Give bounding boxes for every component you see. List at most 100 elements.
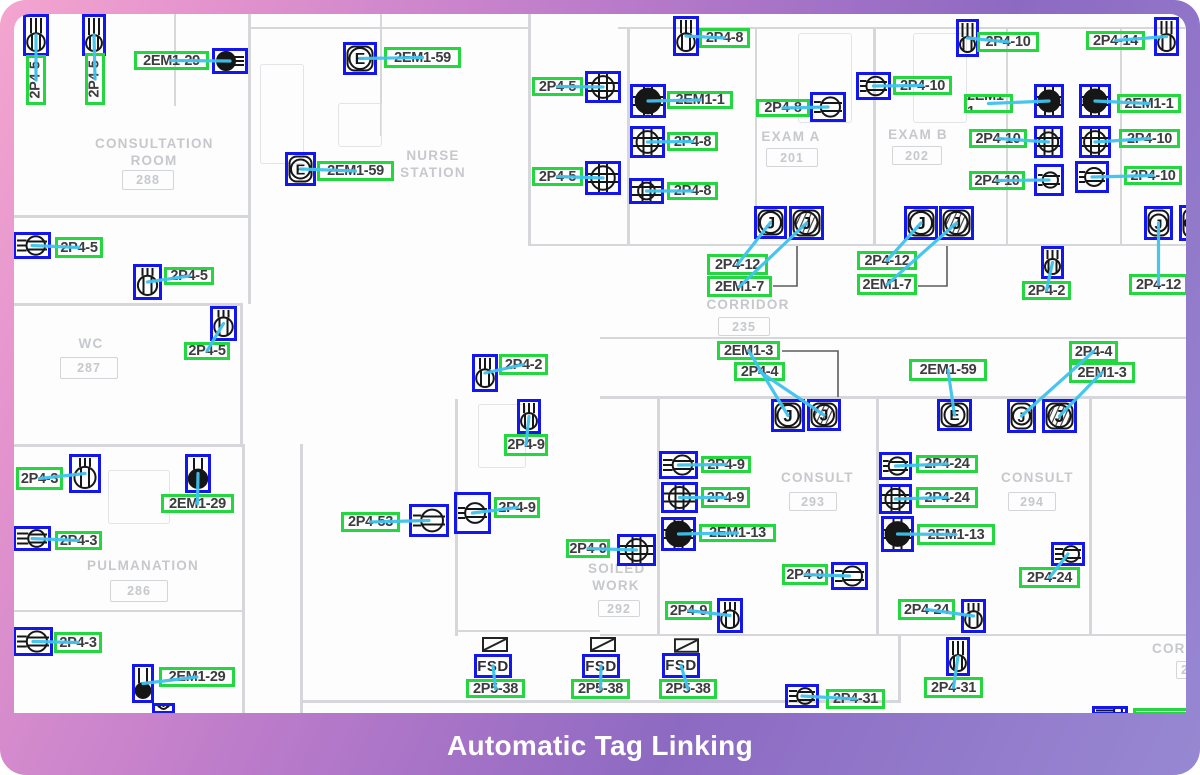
wall-line [1089, 399, 1092, 636]
junction-box-j-icon: J [754, 206, 787, 239]
room-label: CONSULTATION ROOM [95, 136, 214, 168]
tag-box: 2P5-38 [466, 679, 525, 698]
tag-box: 2P4-8 [667, 132, 718, 151]
tag-label: 2P4-5 [60, 239, 98, 256]
tag-box: 2P4-10 [1124, 166, 1182, 185]
junction-box-j-hatched-icon: J [1042, 399, 1077, 433]
tag-label: 2P4-12 [1136, 276, 1181, 293]
tag-label: 2P5-38 [578, 681, 623, 697]
svg-text:E: E [355, 51, 365, 68]
receptacle-symbol-icon [14, 627, 53, 656]
fire-smoke-damper-box: FSD [474, 654, 512, 678]
wall-line [14, 215, 250, 218]
receptacle-symbol-icon [785, 684, 819, 708]
receptacle-symbol-icon [1075, 161, 1109, 193]
tag-box: 2P4-8 [756, 99, 810, 117]
receptacle-symbol-icon [210, 306, 237, 341]
tag-box: 2P4-31 [826, 689, 885, 709]
tag-box: 2P4-9 [782, 564, 828, 585]
wall-line [455, 630, 600, 632]
tag-box: 2EM1-59 [909, 359, 987, 381]
tag-box: 2P4-5 [85, 53, 105, 105]
room-label: CONSULT [781, 470, 854, 485]
emergency-receptacle-symbol-icon [1034, 84, 1064, 118]
tag-label: 2P4-31 [931, 679, 976, 696]
tag-box: 2EM1-59 [384, 47, 461, 68]
quad-receptacle-symbol-icon [1034, 126, 1063, 158]
fire-smoke-damper-box: FSD [662, 653, 700, 678]
tag-label: 2EM1-7 [715, 278, 764, 295]
tag-box: 2P4-5 [55, 237, 103, 258]
room-number: 286 [110, 580, 168, 602]
tag-box: 2P4-2 [1022, 281, 1071, 300]
receptacle-symbol-icon [717, 598, 743, 633]
tag-box: 2P4-24 [898, 599, 955, 620]
receptacle-symbol-icon [23, 14, 49, 56]
receptacle-symbol-icon [1092, 706, 1128, 713]
tag-label: 2P4-8 [673, 183, 712, 199]
receptacle-symbol-icon [673, 16, 699, 56]
tag-box: 2P4-8 [699, 28, 750, 48]
tag-label: 2P4-10 [900, 77, 945, 94]
exit-sign-e-icon: E [285, 152, 316, 186]
wall-line [300, 700, 898, 703]
receptacle-symbol-icon [454, 492, 491, 534]
tag-box: 2EM1-29 [134, 51, 209, 70]
tag-label: 2P4-8 [764, 100, 802, 116]
room-label: CORRIDOR [706, 297, 790, 312]
tag-label: 2P4-4 [1074, 343, 1113, 360]
wall-line [250, 27, 528, 29]
receptacle-symbol-icon [133, 264, 162, 300]
tag-box: 2P4-5 [164, 267, 214, 285]
damper-symbol-icon [590, 637, 616, 652]
wall-line [14, 610, 244, 612]
tag-box: 2EM1-13 [917, 524, 995, 545]
tag-label: 2P4-2 [1027, 282, 1066, 299]
tag-box: 2P4-12 [707, 254, 768, 275]
junction-box-j-hatched-icon: J [1179, 205, 1186, 241]
tag-box: 2EM1-7 [707, 276, 772, 297]
tag-box: 2P4-4 [734, 362, 785, 381]
room-number: 201 [766, 148, 818, 167]
svg-text:E: E [949, 407, 959, 424]
svg-text:J: J [1155, 217, 1163, 233]
leader-line [918, 246, 948, 287]
junction-box-j-icon: J [771, 399, 805, 432]
tag-box: 2P4-5 [532, 167, 583, 186]
svg-text:J: J [916, 213, 926, 233]
tag-label: 2EM1-59 [919, 362, 977, 378]
tag-label: 2P5-38 [665, 681, 711, 697]
tag-label: 2P4-5 [538, 78, 577, 95]
wall-line [380, 14, 382, 136]
tag-box: 2P4-12 [1129, 274, 1186, 295]
receptacle-symbol-icon [14, 526, 51, 551]
svg-text:J: J [1055, 406, 1065, 426]
tag-label: 2P4-9 [706, 489, 745, 506]
tag-label: 2P4-9 [498, 499, 536, 516]
tag-label: 2P4-9 [569, 540, 607, 557]
tag-label: 2P4-24 [924, 489, 970, 506]
tag-box: 2P4-2 [499, 354, 548, 375]
quad-receptacle-symbol-icon [1079, 126, 1111, 158]
room-label: EXAM B [888, 127, 948, 142]
tag-box: 2P4-10 [893, 76, 952, 95]
wall-line [873, 29, 876, 246]
svg-text:E: E [296, 163, 306, 179]
receptacle-symbol-icon [517, 399, 541, 434]
receptacle-symbol-icon [856, 72, 891, 100]
tag-label: 2EM1-29 [143, 52, 200, 69]
tag-label: 2P4-3 [20, 470, 59, 487]
room-label: CORR [1152, 641, 1186, 656]
receptacle-symbol-icon [14, 232, 51, 259]
tag-box: 2EM1-1 [964, 94, 1013, 113]
fsd-label: FSD [585, 657, 617, 675]
tag-box: 2P4-3 [16, 467, 63, 490]
receptacle-symbol-icon [1034, 164, 1064, 196]
tag-label: 2P4-24 [924, 456, 970, 472]
room-number: 293 [789, 492, 837, 511]
wall-line [240, 305, 243, 446]
tag-label: 2P4-5 [87, 60, 104, 98]
furniture-outline [260, 64, 304, 164]
tag-box: 2EM1-3 [717, 341, 780, 360]
svg-text:J: J [952, 213, 962, 233]
